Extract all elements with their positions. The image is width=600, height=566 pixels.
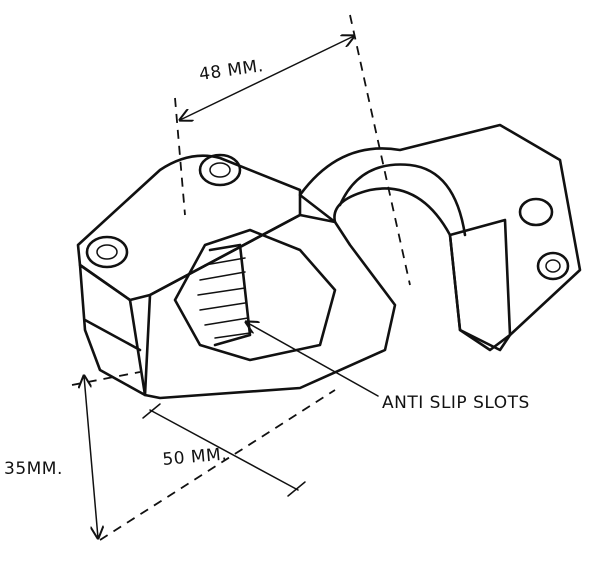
dimension-35mm: 35MM. bbox=[4, 376, 98, 538]
clamp-body bbox=[76, 123, 582, 400]
height-label: 35MM. bbox=[4, 459, 63, 479]
left-block-top bbox=[76, 154, 302, 302]
section-cut bbox=[143, 213, 397, 400]
ring-inner-edge bbox=[338, 163, 467, 237]
bore-opening bbox=[173, 228, 337, 362]
dimension-line bbox=[84, 376, 98, 538]
length-label: 50 MM. bbox=[162, 444, 228, 470]
split-line bbox=[83, 318, 142, 352]
callout-anti-slip: ANTI SLIP SLOTS bbox=[246, 322, 530, 413]
dimension-line bbox=[180, 36, 354, 120]
bolt-head-right bbox=[518, 197, 570, 281]
leader-line bbox=[246, 322, 379, 397]
ring-section-cut bbox=[448, 218, 512, 352]
anti-slip-slots bbox=[197, 243, 252, 347]
dimension-line bbox=[149, 409, 299, 491]
extension-line bbox=[349, 14, 411, 286]
extension-line bbox=[71, 371, 141, 386]
callout-label: ANTI SLIP SLOTS bbox=[382, 393, 530, 413]
half-ring-clamp bbox=[298, 123, 582, 352]
bolt-head-left bbox=[85, 235, 129, 269]
extension-line bbox=[174, 97, 186, 216]
left-block-side bbox=[78, 263, 147, 397]
dimension-50mm: 50 MM. bbox=[71, 371, 336, 541]
extension-line bbox=[99, 389, 336, 541]
width-label: 48 MM. bbox=[198, 56, 265, 85]
bolt-head-top bbox=[198, 153, 242, 187]
